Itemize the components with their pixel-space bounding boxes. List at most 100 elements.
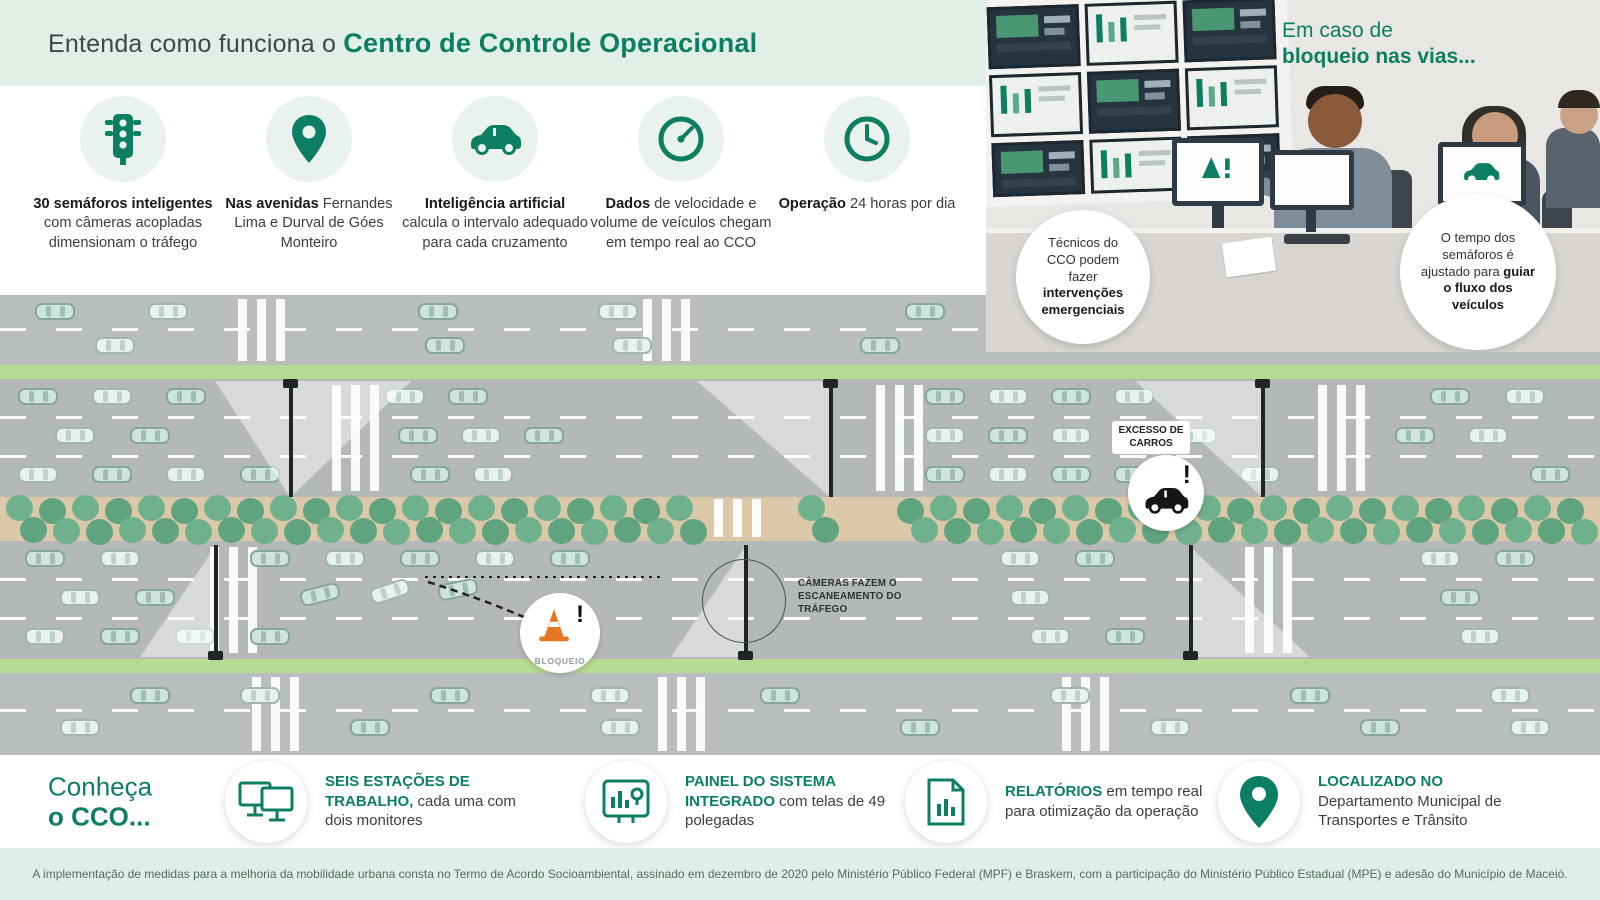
car-illustration — [1360, 719, 1400, 736]
car-illustration — [166, 466, 206, 483]
car-illustration — [60, 719, 100, 736]
car-illustration — [55, 427, 95, 444]
car-illustration — [475, 550, 515, 567]
car-illustration — [1290, 687, 1330, 704]
tree-illustration — [1208, 517, 1235, 543]
tree-illustration — [20, 517, 47, 543]
excess-cars-label: EXCESSO DE CARROS — [1112, 421, 1190, 454]
cco-facts-band: Conheça o CCO... SEIS ESTAÇÕES DE TRABAL… — [0, 755, 1600, 848]
camera-pole — [829, 383, 833, 497]
car-screen-icon — [1464, 163, 1500, 184]
fact-text: LOCALIZADO NO Departamento Municipal de … — [1318, 773, 1502, 830]
tree-illustration — [336, 495, 363, 521]
car-illustration — [100, 550, 140, 567]
tree-illustration — [1109, 517, 1136, 543]
tree-illustration — [284, 519, 311, 545]
camera-icon — [738, 651, 753, 660]
car-illustration — [1030, 628, 1070, 645]
wall-screen — [1086, 68, 1182, 134]
car-illustration — [473, 466, 513, 483]
crosswalk — [238, 299, 292, 361]
car-illustration — [1510, 719, 1550, 736]
car-illustration — [1430, 388, 1470, 405]
blockade-badge: ! BLOQUEIO — [520, 593, 600, 673]
car-illustration — [430, 687, 470, 704]
fact-text: RELATÓRIOS em tempo real para otimização… — [1005, 783, 1203, 820]
alert-cone-icon — [1202, 157, 1230, 179]
car-illustration — [135, 589, 175, 606]
control-room-heading: Em caso de bloqueio nas vias... — [1282, 19, 1476, 69]
crosswalk — [332, 385, 386, 491]
car-illustration — [1051, 427, 1091, 444]
car-illustration — [1050, 687, 1090, 704]
tree-illustration — [468, 495, 495, 521]
car-illustration — [925, 427, 965, 444]
car-illustration — [398, 427, 438, 444]
desk-monitor-blank — [1270, 150, 1354, 210]
car-illustration — [598, 303, 638, 320]
car-illustration — [436, 577, 480, 602]
car-illustration — [25, 628, 65, 645]
tree-illustration — [1373, 519, 1400, 545]
camera-icon — [1255, 379, 1270, 388]
car-illustration — [166, 388, 206, 405]
car-illustration — [1105, 628, 1145, 645]
tree-illustration — [6, 495, 33, 521]
camera-pole — [289, 383, 293, 497]
car-illustration — [1460, 628, 1500, 645]
dual-monitors-icon — [225, 760, 307, 843]
tree-illustration — [270, 495, 297, 521]
tree-illustration — [1326, 495, 1353, 521]
lane-line — [0, 578, 1600, 581]
wall-screen — [1084, 0, 1179, 66]
tree-illustration — [647, 518, 674, 544]
car-icon — [452, 96, 538, 182]
car-illustration — [524, 427, 564, 444]
feature-text: Inteligência artificial calcula o interv… — [402, 196, 588, 251]
cars-layer — [0, 295, 1600, 755]
car-illustration — [400, 550, 440, 567]
tree-illustration — [666, 495, 693, 521]
fact-workstations: SEIS ESTAÇÕES DE TRABALHO, cada uma com … — [225, 760, 543, 843]
tree-illustration — [53, 518, 80, 544]
car-illustration — [925, 466, 965, 483]
car-illustration — [1468, 427, 1508, 444]
fact-text: PAINEL DO SISTEMA INTEGRADO com telas de… — [685, 773, 886, 830]
integrated-panel-icon — [585, 760, 667, 843]
desk-monitor-car — [1438, 142, 1526, 206]
car-illustration — [92, 466, 132, 483]
tree-illustration — [72, 495, 99, 521]
feature-data: Dados de velocidade e volume de veículos… — [588, 96, 774, 295]
tree-illustration — [1260, 495, 1287, 521]
car-illustration — [250, 550, 290, 567]
header-band: Entenda como funciona o Centro de Contro… — [0, 0, 986, 86]
car-illustration — [988, 427, 1028, 444]
car-illustration — [298, 581, 342, 608]
operator-3-hair — [1558, 90, 1600, 108]
tree-illustration — [534, 495, 561, 521]
tree-illustration — [119, 517, 146, 543]
car-illustration — [250, 628, 290, 645]
car-illustration — [1051, 388, 1091, 405]
camera-pole — [1261, 383, 1265, 497]
car-illustration — [350, 719, 390, 736]
tree-illustration — [1571, 519, 1598, 545]
feature-text: Operação 24 horas por dia — [778, 196, 956, 212]
car-illustration — [425, 337, 465, 354]
car-illustration — [988, 466, 1028, 483]
page-title: Entenda como funciona o Centro de Contro… — [48, 27, 758, 58]
callout-technicians: Técnicos do CCO podem fazer intervenções… — [1016, 210, 1150, 344]
tree-illustration — [996, 495, 1023, 521]
tree-illustration — [1043, 518, 1070, 544]
feature-ai: Inteligência artificial calcula o interv… — [402, 96, 588, 295]
tree-illustration — [1392, 495, 1419, 521]
car-illustration — [175, 628, 215, 645]
tree-illustration — [416, 517, 443, 543]
wall-screen — [986, 4, 1081, 70]
tree-illustration — [317, 517, 344, 543]
car-illustration — [925, 388, 965, 405]
fact-panel: PAINEL DO SISTEMA INTEGRADO com telas de… — [585, 760, 903, 843]
feature-operation: Operação 24 horas por dia — [774, 96, 960, 295]
tree-illustration — [350, 518, 377, 544]
crosswalk — [1245, 547, 1299, 653]
